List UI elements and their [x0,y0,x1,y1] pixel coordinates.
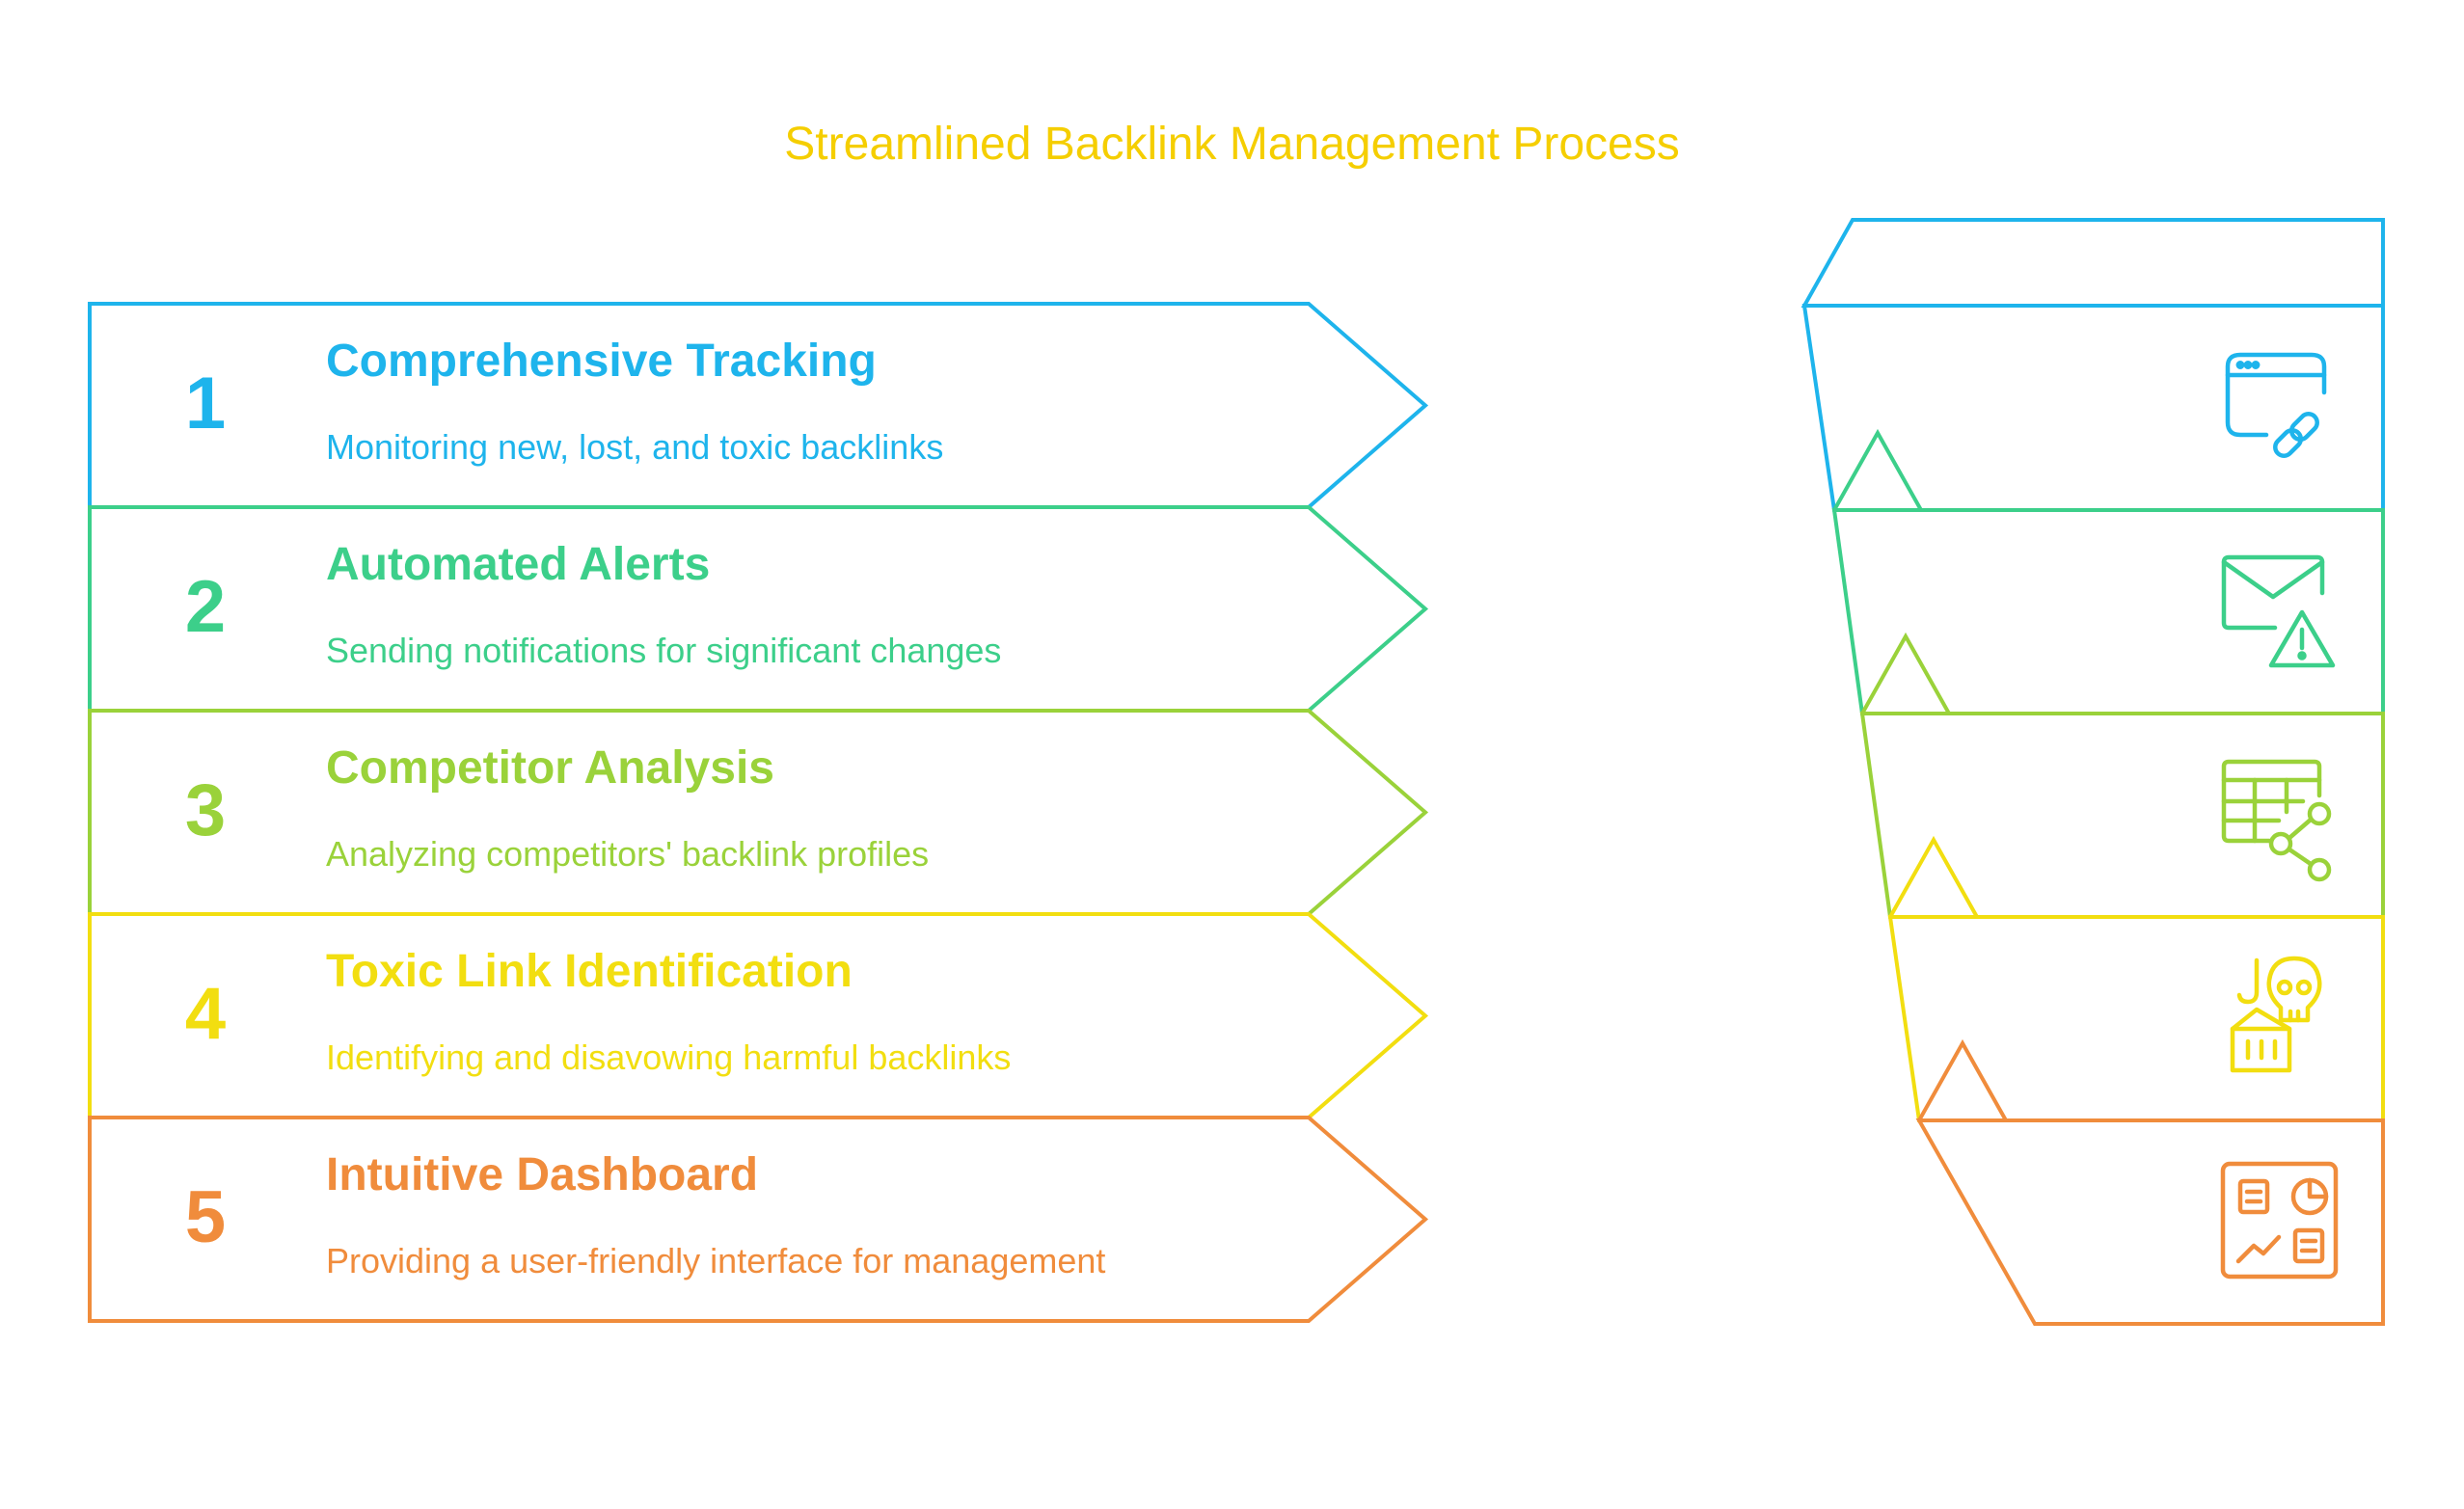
step-arrow [88,302,1429,509]
ribbon-top-fold [1801,218,2385,308]
step-number: 2 [184,565,227,648]
mail-warning-icon [2221,554,2336,668]
step-description: Sending notifications for significant ch… [326,631,1002,670]
ribbon-segment [1915,1118,2385,1326]
step-icons [2220,352,2339,1280]
browser-link-icon [2225,352,2327,458]
step-title: Toxic Link Identification [326,946,853,997]
step-number: 5 [184,1175,227,1258]
ribbon-fold [1917,1038,2008,1121]
step-title: Competitor Analysis [326,742,774,794]
step-arrows [88,302,1429,1323]
diagram-title: Streamlined Backlink Management Process [784,119,1680,170]
step-arrow [88,505,1429,713]
dashboard-icon [2220,1161,2339,1280]
step-arrow [88,1116,1429,1323]
ribbon-fold [1860,632,1951,714]
skull-fishing-icon [2230,956,2322,1073]
ribbon-fold [1888,835,1979,918]
step-title: Comprehensive Tracking [326,336,877,387]
step-number: 4 [184,972,227,1055]
step-description: Analyzing competitors' backlink profiles [326,834,930,874]
step-description: Providing a user-friendly interface for … [326,1241,1106,1280]
step-description: Identifying and disavowing harmful backl… [326,1037,1012,1077]
ribbon-segment [1859,712,2385,919]
ribbon-segment [1801,304,2385,512]
step-description: Monitoring new, lost, and toxic backlink… [326,427,944,467]
step-arrow [88,912,1429,1119]
step-arrow [88,709,1429,916]
table-share-icon [2221,759,2332,882]
folded-ribbon [1801,218,2385,1326]
step-title: Automated Alerts [326,539,711,590]
ribbon-fold [1832,428,1923,511]
step-number: 1 [184,362,227,445]
step-title: Intuitive Dashboard [326,1149,759,1200]
step-number: 3 [184,768,227,851]
